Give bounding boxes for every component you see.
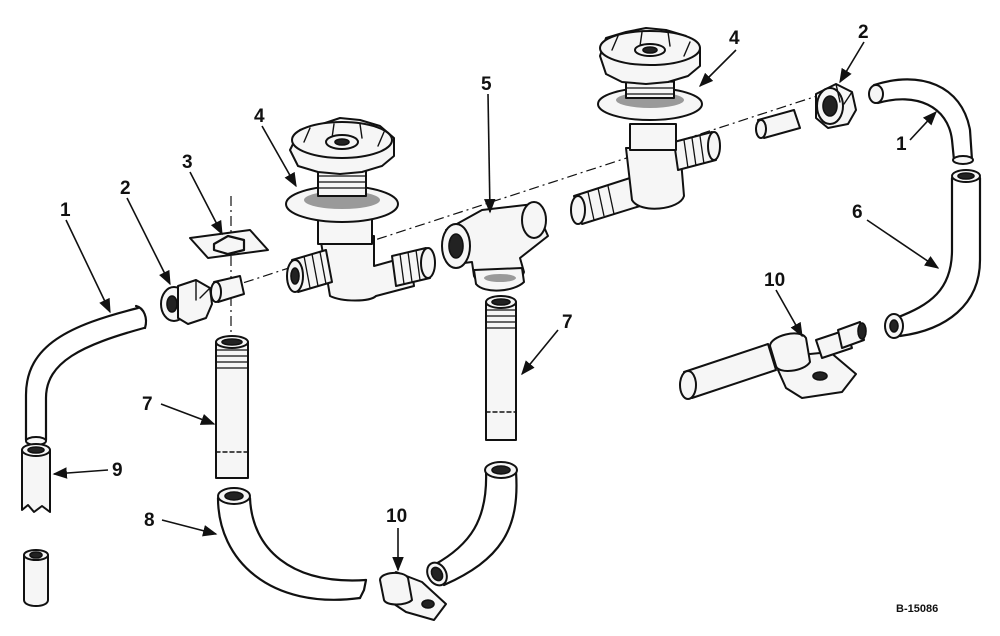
hose-1-left bbox=[24, 304, 148, 446]
sleeve-left bbox=[210, 275, 245, 303]
callout-8: 8 bbox=[144, 510, 155, 531]
leader-7-right bbox=[521, 329, 559, 376]
leader-8 bbox=[161, 519, 218, 537]
valve-4-right bbox=[570, 27, 721, 225]
nipple-7-right bbox=[485, 295, 517, 441]
leader-10-right bbox=[775, 289, 803, 338]
leader-2-left bbox=[126, 197, 171, 286]
callout-7-right: 7 bbox=[562, 312, 573, 333]
leader-1-left bbox=[65, 219, 111, 314]
leader-3 bbox=[189, 171, 223, 236]
callout-1-right: 1 bbox=[896, 134, 907, 155]
callout-1-left: 1 bbox=[60, 200, 71, 221]
leader-2-right bbox=[839, 41, 865, 84]
callout-10-right: 10 bbox=[764, 270, 785, 291]
callout-10-bottom: 10 bbox=[386, 506, 407, 527]
callout-4-right: 4 bbox=[729, 28, 740, 49]
hose-6 bbox=[884, 169, 982, 339]
hose-1-right bbox=[868, 78, 974, 165]
callout-4-left: 4 bbox=[254, 106, 265, 127]
sleeve-right bbox=[755, 109, 801, 139]
callout-6: 6 bbox=[852, 202, 863, 223]
callout-3: 3 bbox=[182, 152, 193, 173]
hose-middle bbox=[426, 461, 518, 587]
nut-2-right bbox=[815, 83, 857, 129]
leader-9 bbox=[52, 467, 109, 479]
leader-4-left bbox=[261, 125, 297, 188]
leader-1-right bbox=[909, 110, 937, 141]
callout-9: 9 bbox=[112, 460, 123, 481]
callout-7-left: 7 bbox=[142, 394, 153, 415]
callout-2-left: 2 bbox=[120, 178, 131, 199]
leader-5 bbox=[484, 93, 496, 214]
hose-8 bbox=[216, 487, 368, 601]
callout-5: 5 bbox=[481, 74, 492, 95]
gasket-3 bbox=[189, 229, 269, 259]
valve-4-left bbox=[285, 117, 436, 302]
leader-7-left bbox=[160, 403, 216, 425]
leader-4-right bbox=[698, 49, 737, 88]
clamp-10-bottom bbox=[379, 571, 447, 621]
leader-6 bbox=[866, 219, 940, 269]
tee-5 bbox=[441, 201, 549, 292]
callout-2-right: 2 bbox=[858, 22, 869, 43]
drawing-number: B-15086 bbox=[896, 603, 938, 615]
nut-2-left bbox=[160, 279, 213, 325]
clamp-10-right bbox=[679, 321, 867, 400]
hose-section-9 bbox=[21, 443, 51, 607]
nipple-7-left bbox=[215, 335, 249, 479]
